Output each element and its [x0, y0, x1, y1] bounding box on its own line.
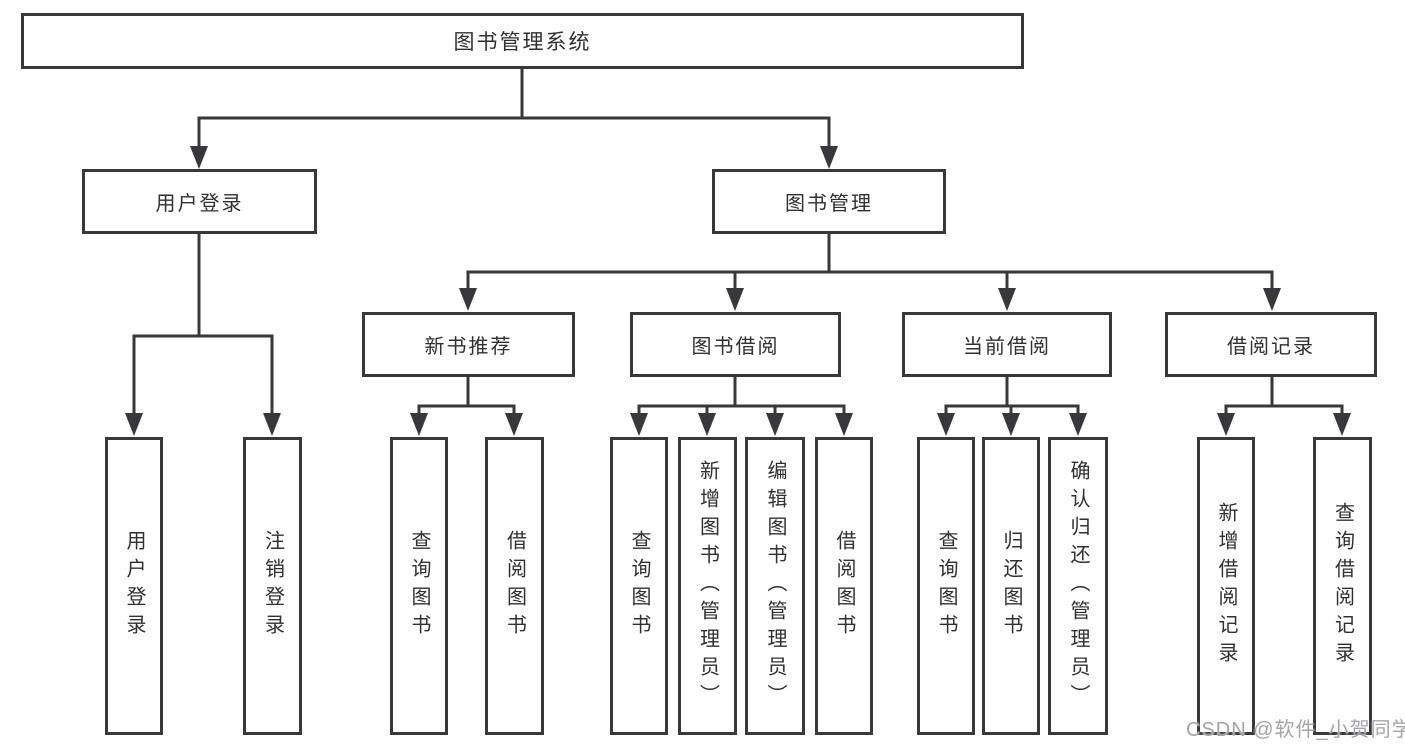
node-leaf-logout: 注销登录: [243, 437, 302, 735]
node-leaf-query-books-borrow: 查询图书: [610, 437, 668, 735]
node-label: 借阅图书: [503, 530, 526, 642]
connectors-book-management-to-level3: [459, 233, 1281, 311]
node-leaf-add-borrow-record: 新增借阅记录: [1197, 437, 1255, 735]
node-label: 图书借阅: [691, 336, 780, 358]
node-leaf-borrow-books: 借阅图书: [815, 437, 873, 735]
node-label: 当前借阅: [963, 336, 1051, 358]
node-leaf-confirm-return-admin: 确认归还（管理员）: [1048, 437, 1108, 735]
node-label: 新增借阅记录: [1215, 502, 1237, 670]
node-label: 借阅记录: [1227, 336, 1315, 358]
node-label: 图书管理: [785, 193, 873, 215]
csdn-watermark: CSDN @软件_小贺同学: [1186, 719, 1405, 741]
connectors-borrow-records-to-leaves: [1217, 376, 1351, 436]
node-leaf-edit-book-admin: 编辑图书（管理员）: [745, 437, 805, 735]
node-label: 确认归还（管理员）: [1067, 460, 1089, 712]
node-label: 新增图书（管理员）: [696, 460, 719, 712]
node-label: 借阅图书: [833, 530, 855, 642]
node-label: 新书推荐: [424, 336, 513, 358]
connectors-user-login-to-leaves: [125, 233, 281, 436]
node-label: 用户登录: [123, 530, 145, 642]
connectors-new-book-recommend-to-leaves: [410, 376, 523, 436]
node-borrow-records: 借阅记录: [1165, 312, 1377, 377]
node-label: 查询图书: [935, 530, 957, 642]
node-book-borrow: 图书借阅: [630, 312, 841, 377]
node-leaf-query-books-recommend: 查询图书: [390, 437, 448, 735]
node-leaf-borrow-books-recommend: 借阅图书: [485, 437, 544, 735]
node-label: 用户登录: [155, 193, 244, 215]
node-label: 查询图书: [408, 530, 430, 642]
node-label: 查询借阅记录: [1331, 502, 1354, 670]
node-user-login: 用户登录: [82, 169, 317, 234]
node-label: 编辑图书（管理员）: [764, 460, 786, 712]
node-leaf-user-login: 用户登录: [105, 437, 163, 735]
node-label: 归还图书: [1000, 530, 1022, 642]
node-leaf-return-book: 归还图书: [982, 437, 1040, 735]
node-label: 图书管理系统: [453, 31, 592, 54]
node-library-management-system: 图书管理系统: [21, 13, 1024, 69]
node-leaf-query-books-current: 查询图书: [917, 437, 975, 735]
node-current-borrow: 当前借阅: [902, 312, 1112, 377]
node-label: 注销登录: [261, 530, 284, 642]
node-leaf-add-book-admin: 新增图书（管理员）: [678, 437, 737, 735]
node-label: 查询图书: [628, 530, 650, 642]
node-new-book-recommend: 新书推荐: [362, 312, 575, 377]
connectors-current-borrow-to-leaves: [937, 376, 1087, 436]
node-leaf-query-borrow-record: 查询借阅记录: [1313, 437, 1372, 735]
node-book-management: 图书管理: [712, 169, 946, 234]
connectors-root-to-level2: [190, 67, 838, 169]
connectors-book-borrow-to-leaves: [630, 376, 853, 436]
